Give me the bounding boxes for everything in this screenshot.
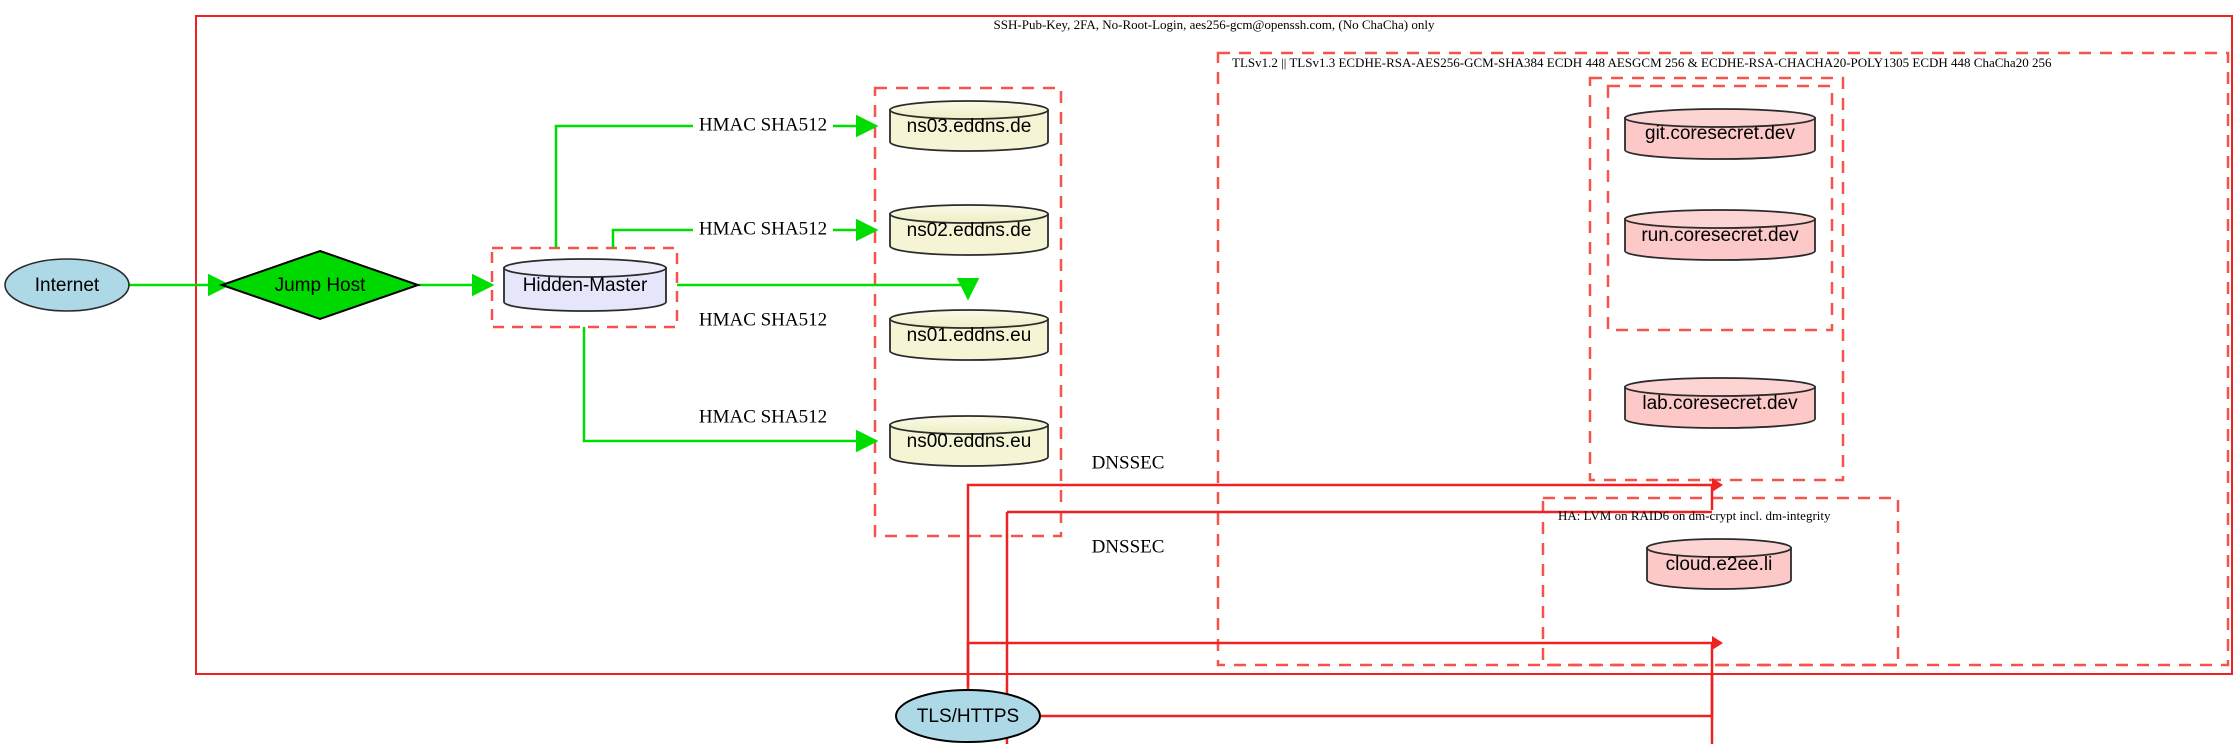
hidden-master-shape: [503, 267, 667, 312]
zone-ssh-label: SSH-Pub-Key, 2FA, No-Root-Login, aes256-…: [994, 17, 1435, 32]
node-ns03-label: ns03.eddns.de: [907, 116, 1032, 137]
hmac-label-bg-1: [693, 113, 833, 137]
zone-dns-boundary: [873, 86, 1063, 538]
node-ns01-label: ns01.eddns.eu: [907, 325, 1032, 346]
git-shape: [1624, 117, 1816, 160]
dnssec-arrowhead-lower: [1712, 636, 1723, 650]
node-tls-https[interactable]: TLS/HTTPS: [895, 689, 1041, 743]
edge-master-ns00: [582, 327, 879, 453]
node-git-coresecret[interactable]: git.coresecret.dev: [1624, 108, 1816, 160]
zone-ha-label: HA: LVM on RAID6 on dm-crypt incl. dm-in…: [1558, 508, 1831, 523]
jumphost-shape: [218, 249, 422, 321]
tls-https-shape: [895, 689, 1041, 743]
ns03-shape: [889, 109, 1049, 152]
edge-label-dnssec-upper: DNSSEC: [1092, 452, 1165, 473]
edge-label-hmac-ns00: HMAC SHA512: [699, 406, 827, 427]
node-internet[interactable]: Internet: [4, 258, 130, 312]
node-jumphost-label: Jump Host: [275, 275, 367, 296]
node-cloud-e2ee[interactable]: cloud.e2ee.li: [1646, 538, 1792, 590]
node-ns02[interactable]: ns02.eddns.de: [889, 204, 1049, 256]
node-ns00[interactable]: ns00.eddns.eu: [889, 415, 1049, 467]
node-lab-label: lab.coresecret.dev: [1642, 393, 1798, 414]
hidden-master-top: [503, 258, 667, 278]
run-top: [1624, 209, 1816, 229]
lab-top: [1624, 377, 1816, 397]
cloud-top: [1646, 538, 1792, 558]
node-ns01[interactable]: ns01.eddns.eu: [889, 309, 1049, 361]
node-git-label: git.coresecret.dev: [1645, 123, 1795, 144]
edge-master-ns01: [677, 278, 980, 301]
ns00-top: [889, 415, 1049, 435]
node-internet-label: Internet: [35, 275, 100, 296]
node-ns02-label: ns02.eddns.de: [907, 220, 1032, 241]
zone-coresecret-inner-boundary: [1606, 84, 1834, 332]
cloud-shape: [1646, 547, 1792, 590]
zone-ssh-boundary: [195, 15, 2233, 675]
lab-shape: [1624, 386, 1816, 429]
node-cloud-label: cloud.e2ee.li: [1666, 554, 1773, 575]
run-shape: [1624, 218, 1816, 261]
internet-shape: [4, 258, 130, 312]
node-lab-coresecret[interactable]: lab.coresecret.dev: [1624, 377, 1816, 429]
ns01-shape: [889, 318, 1049, 361]
zone-tls-label: TLSv1.2 || TLSv1.3 ECDHE-RSA-AES256-GCM-…: [1232, 55, 2052, 70]
dnssec-edge-upper: [966, 483, 1712, 686]
edge-label-hmac-ns02: HMAC SHA512: [699, 218, 827, 239]
node-ns00-label: ns00.eddns.eu: [907, 431, 1032, 452]
zone-ha-boundary: [1541, 496, 1900, 667]
edge-label-hmac-ns01: HMAC SHA512: [699, 309, 827, 330]
edge-label-dnssec-lower: DNSSEC: [1092, 536, 1165, 557]
hmac-label-bg-2: [693, 217, 833, 241]
ns02-shape: [889, 213, 1049, 256]
dnssec-edge-lower: [966, 641, 1712, 686]
zone-coresecret-outer-boundary: [1588, 76, 1845, 482]
node-ns03[interactable]: ns03.eddns.de: [889, 100, 1049, 152]
ns01-top: [889, 309, 1049, 329]
ns00-shape: [889, 424, 1049, 467]
ns03-top: [889, 100, 1049, 120]
node-jumphost[interactable]: Jump Host: [218, 249, 422, 321]
hmac-label-bg-4: [693, 405, 833, 429]
node-hidden-master-label: Hidden-Master: [523, 275, 648, 296]
node-tls-https-label: TLS/HTTPS: [917, 706, 1019, 727]
node-run-label: run.coresecret.dev: [1641, 225, 1799, 246]
git-top: [1624, 108, 1816, 128]
tls-uplink-right: [1040, 674, 1714, 718]
node-hidden-master[interactable]: Hidden-Master: [503, 258, 667, 312]
edge-label-hmac-ns03: HMAC SHA512: [699, 114, 827, 135]
dnssec-arrowhead-upper: [1712, 478, 1723, 492]
node-run-coresecret[interactable]: run.coresecret.dev: [1624, 209, 1816, 261]
ns02-top: [889, 204, 1049, 224]
edge-label-group: HMAC SHA512 HMAC SHA512 HMAC SHA512 HMAC…: [693, 113, 1164, 557]
